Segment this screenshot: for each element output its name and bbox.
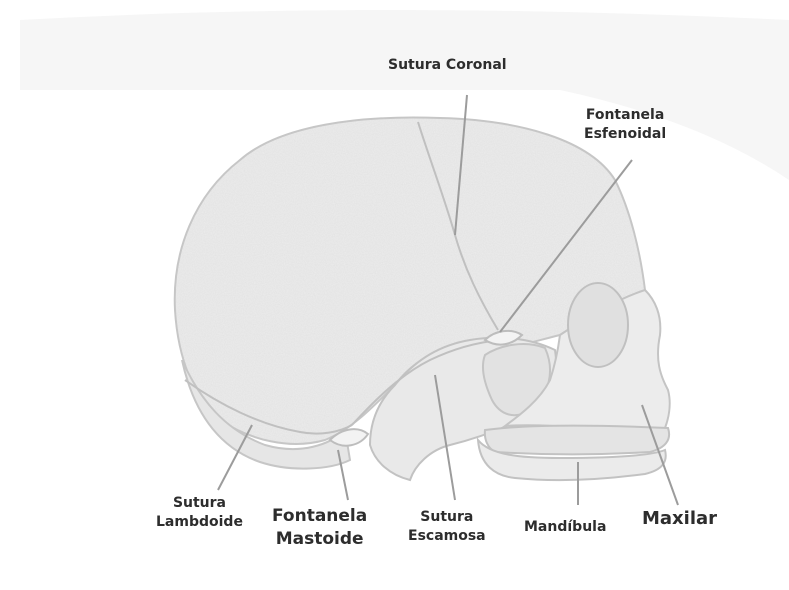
- label-maxilar-text: Maxilar: [642, 507, 717, 531]
- label-sutura-coronal-text: Sutura Coronal: [388, 56, 507, 75]
- label-fontanela-esfenoidal-line1: Fontanela: [584, 106, 666, 125]
- orbit: [568, 283, 628, 367]
- skull-illustration: [175, 117, 670, 480]
- label-sutura-lambdoide: Sutura Lambdoide: [156, 494, 243, 532]
- label-sutura-escamosa: Sutura Escamosa: [408, 508, 486, 546]
- label-sutura-escamosa-line2: Escamosa: [408, 527, 486, 546]
- label-fontanela-mastoide-line1: Fontanela: [272, 505, 367, 528]
- label-sutura-lambdoide-line2: Lambdoide: [156, 513, 243, 532]
- label-sutura-escamosa-line1: Sutura: [408, 508, 486, 527]
- label-mandibula-text: Mandíbula: [524, 518, 606, 537]
- label-mandibula: Mandíbula: [524, 518, 606, 537]
- label-sutura-lambdoide-line1: Sutura: [156, 494, 243, 513]
- label-fontanela-esfenoidal-line2: Esfenoidal: [584, 125, 666, 144]
- label-sutura-coronal: Sutura Coronal: [388, 56, 507, 75]
- label-fontanela-mastoide-line2: Mastoide: [272, 528, 367, 551]
- label-fontanela-mastoide: Fontanela Mastoide: [272, 505, 367, 551]
- label-maxilar: Maxilar: [642, 507, 717, 531]
- label-fontanela-esfenoidal: Fontanela Esfenoidal: [584, 106, 666, 144]
- maxilla: [485, 426, 669, 455]
